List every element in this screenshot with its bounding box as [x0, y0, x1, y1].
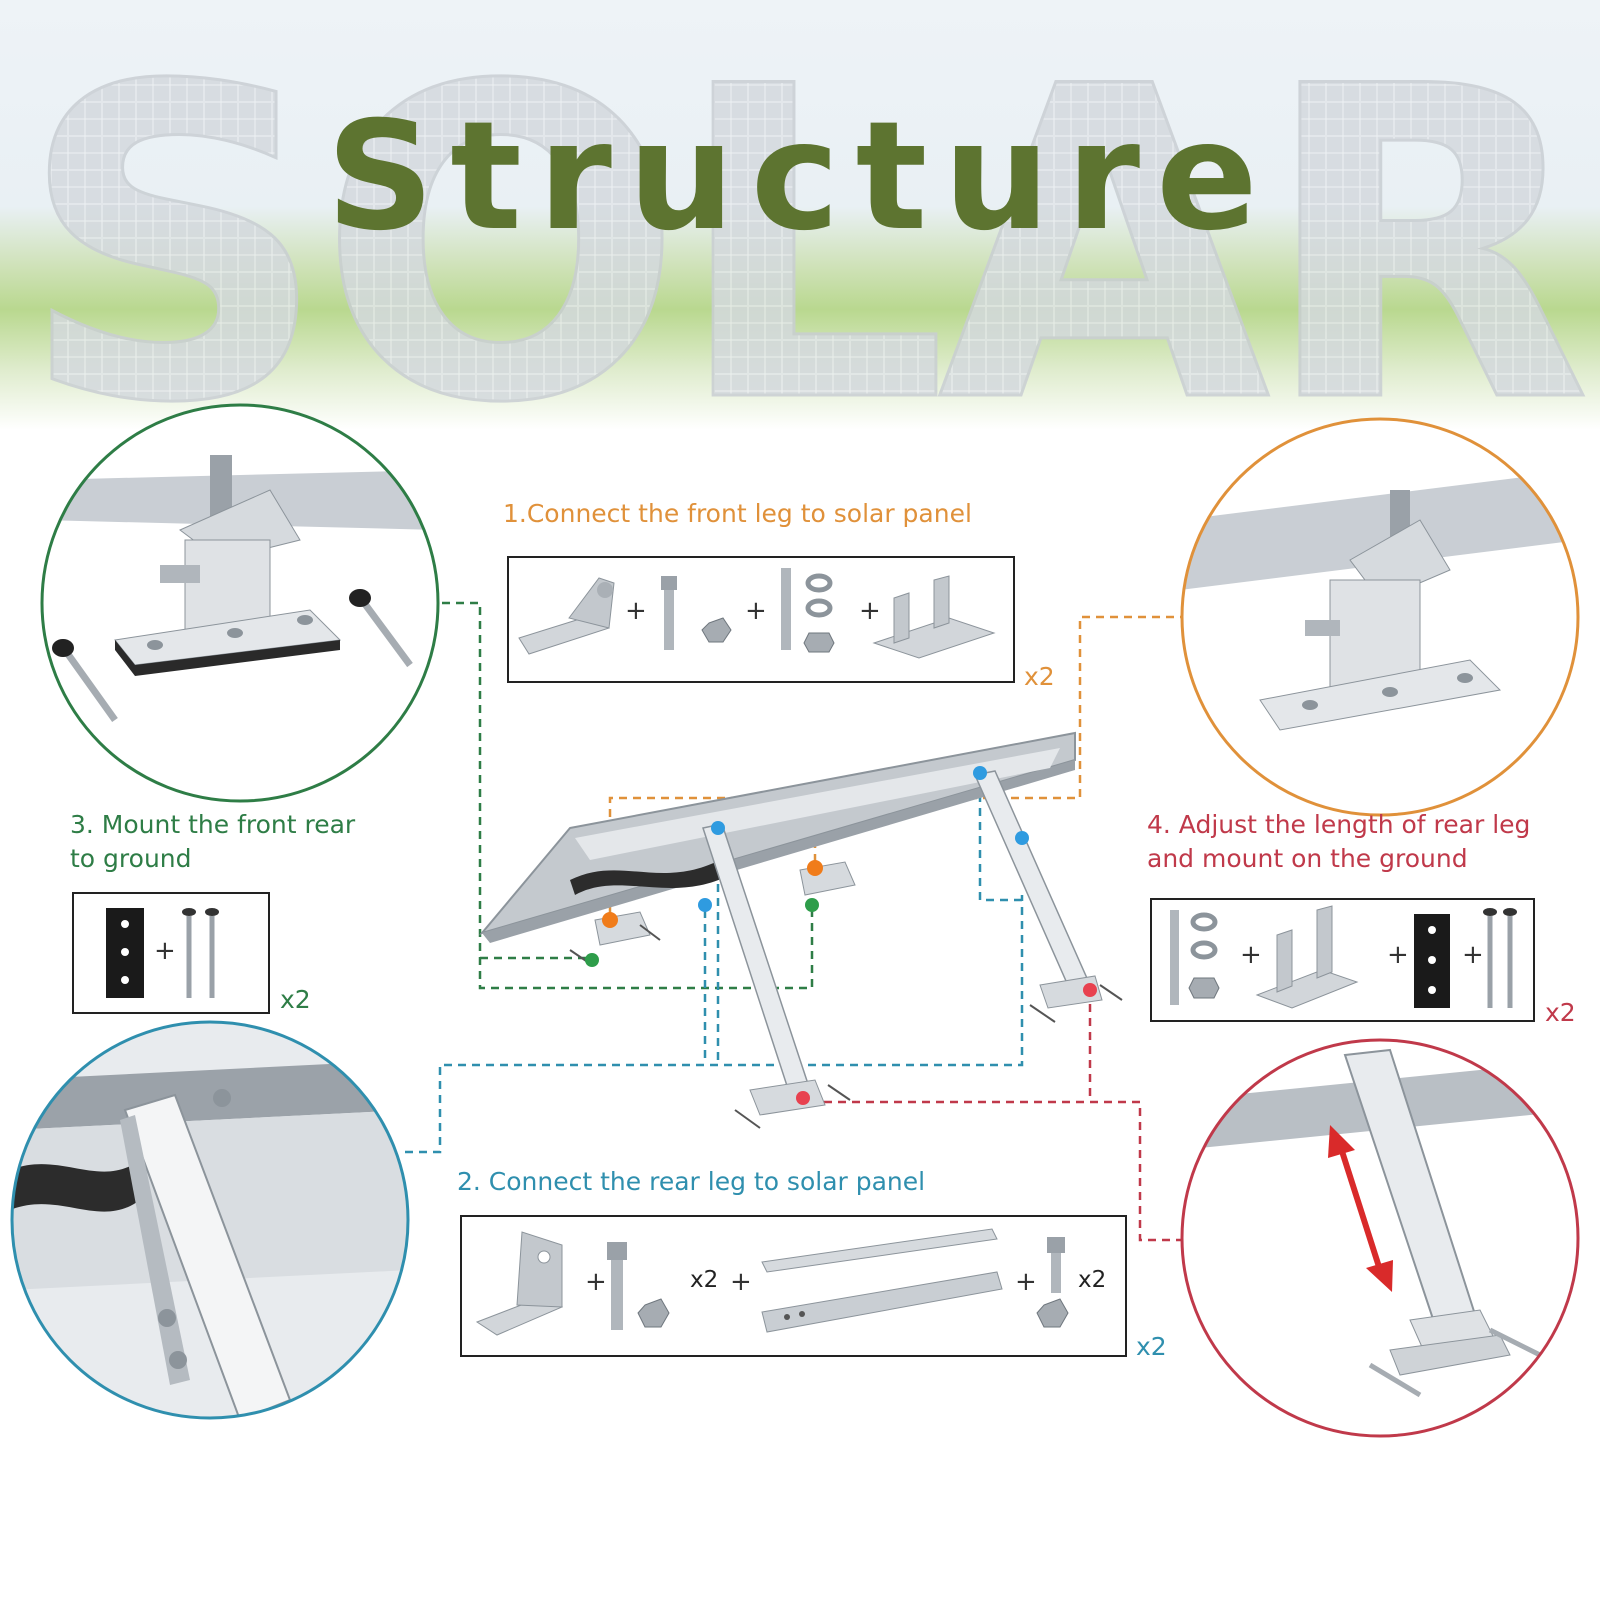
washer-set-icon [803, 573, 835, 653]
step-2-multiplier: x2 [1136, 1332, 1167, 1361]
step-4-title: 4. Adjust the length of rear leg and mou… [1147, 808, 1530, 876]
plus-sign: + [1240, 940, 1262, 970]
washer-set-icon [1188, 912, 1220, 999]
solar-background-word: SOLAR [17, 0, 1595, 430]
front-leg-detail-circle [42, 405, 438, 800]
flange-nut-icon [637, 1298, 670, 1328]
rear-leg-detail-circle [12, 1022, 408, 1418]
step-4-parts-box: + + + [1150, 898, 1535, 1022]
step-1-multiplier: x2 [1024, 662, 1055, 691]
step-3-multiplier: x2 [280, 985, 311, 1014]
rubber-pad-icon [106, 908, 144, 998]
flange-nut-icon [701, 617, 732, 643]
adjust-length-detail-circle [1182, 1040, 1578, 1436]
telescopic-leg-icon [761, 1228, 1003, 1333]
rubber-pad-icon [1414, 914, 1450, 1008]
ground-screw-icon [1483, 908, 1517, 1008]
step-3-parts [106, 908, 219, 998]
hex-bolt-icon [661, 576, 677, 650]
svg-text:SOLAR: SOLAR [18, 0, 1583, 430]
u-bracket-icon [1255, 905, 1359, 1009]
step-1-parts [518, 568, 996, 659]
inline-multiplier: x2 [1078, 1267, 1107, 1293]
l-bracket-icon [475, 1231, 564, 1336]
step-3-title-line-2: to ground [70, 844, 192, 873]
plus-sign: + [1387, 940, 1409, 970]
page-title: Structure [326, 90, 1274, 264]
step-3-parts-box: + [72, 892, 270, 1014]
plus-sign: + [1462, 940, 1484, 970]
ground-screw-icon [182, 908, 219, 998]
hex-bolt-icon [1047, 1237, 1065, 1293]
hero-banner: SOLAR Structure [0, 0, 1600, 430]
step-4-title-line-1: 4. Adjust the length of rear leg [1147, 810, 1531, 839]
step-4-parts [1170, 905, 1517, 1009]
plus-sign: + [1015, 1267, 1037, 1297]
step-2-title: 2. Connect the rear leg to solar panel [457, 1167, 926, 1196]
plus-sign: + [154, 936, 176, 966]
hex-bolt-icon [781, 568, 791, 650]
step-4-multiplier: x2 [1545, 998, 1576, 1027]
plus-sign: + [585, 1267, 607, 1297]
plus-sign: + [625, 596, 647, 626]
hex-bolt-icon [1170, 910, 1179, 1005]
flange-nut-icon [1036, 1298, 1069, 1328]
plus-sign: + [859, 596, 881, 626]
step-3-title-line-1: 3. Mount the front rear [70, 810, 356, 839]
step-3-title: 3. Mount the front rear to ground [70, 808, 355, 876]
adjust-arrow-icon [1328, 1125, 1393, 1292]
step-4-title-line-2: and mount on the ground [1147, 844, 1468, 873]
front-leg-bracket-icon [518, 577, 615, 655]
inline-multiplier: x2 [690, 1267, 719, 1293]
hex-bolt-icon [607, 1242, 627, 1330]
step-2-parts-box: + x2 + + x2 [460, 1215, 1127, 1357]
step-1-title: 1.Connect the front leg to solar panel [503, 499, 972, 528]
step-1-parts-box: + + + [507, 556, 1015, 683]
front-bracket-detail-circle [1182, 420, 1578, 815]
plus-sign: + [730, 1267, 752, 1297]
u-bracket-icon [872, 575, 996, 659]
step-2-parts [475, 1228, 1069, 1336]
plus-sign: + [745, 596, 767, 626]
